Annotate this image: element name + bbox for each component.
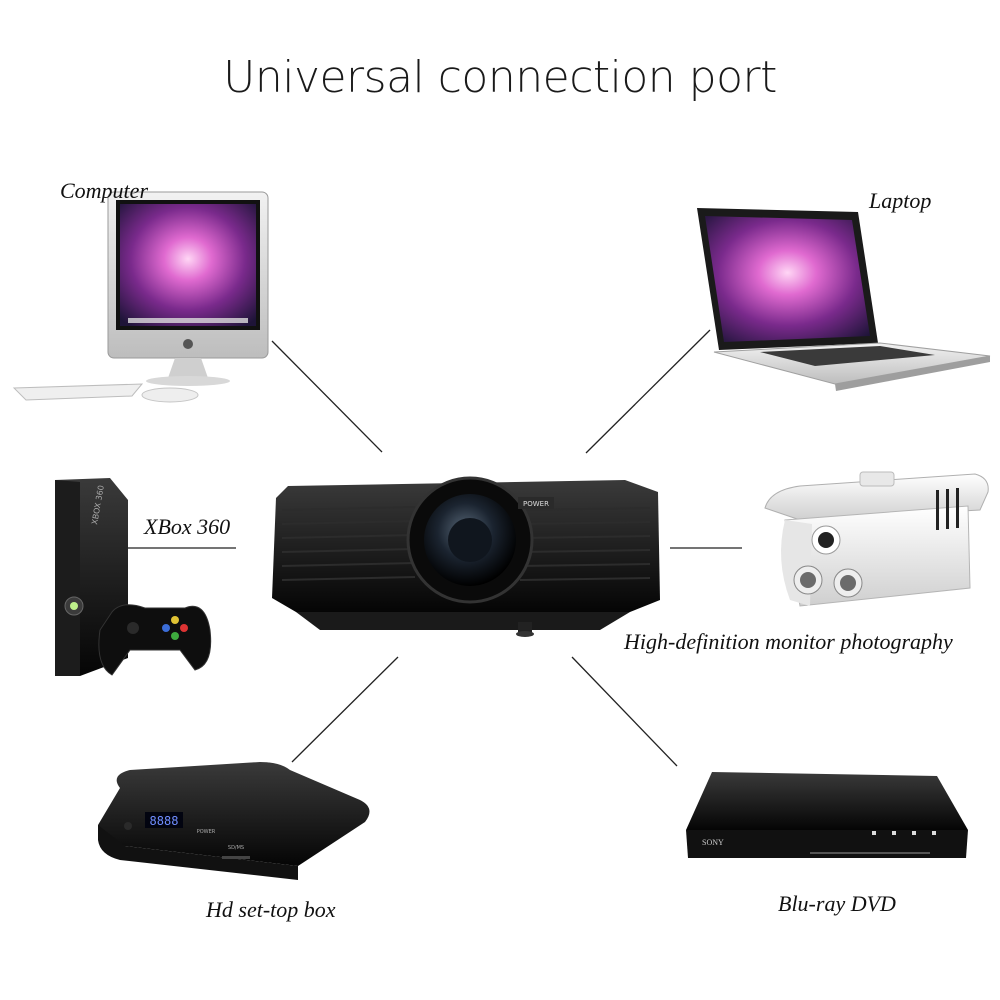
line-laptop (585, 329, 711, 454)
label-computer: Computer (60, 178, 148, 203)
bluray-brand-label: SONY (702, 838, 724, 847)
settop-slot-label: SD/MS (228, 845, 244, 851)
imac-desktop-icon (12, 191, 269, 403)
cctv-camera-icon (764, 471, 989, 607)
label-laptop: Laptop (869, 188, 932, 213)
macbook-laptop-icon (697, 208, 991, 391)
connector-lines (128, 329, 742, 767)
game-console-icon (55, 478, 212, 676)
page-title: Universal connection port (223, 52, 777, 103)
line-settop (291, 656, 399, 763)
settop-led-display: 8888 (150, 814, 179, 828)
settop-power-label: POWER (197, 829, 216, 835)
label-xbox: XBox 360 (144, 514, 231, 539)
line-bluray (571, 656, 678, 767)
set-top-box-icon (98, 762, 370, 880)
line-computer (271, 340, 383, 453)
label-camera: High-definition monitor photography (624, 629, 953, 654)
projector-power-label: POWER (523, 500, 549, 508)
label-settop: Hd set-top box (206, 897, 336, 922)
projector-icon (272, 476, 660, 637)
bluray-player-icon (686, 772, 968, 858)
label-bluray: Blu-ray DVD (778, 891, 896, 916)
